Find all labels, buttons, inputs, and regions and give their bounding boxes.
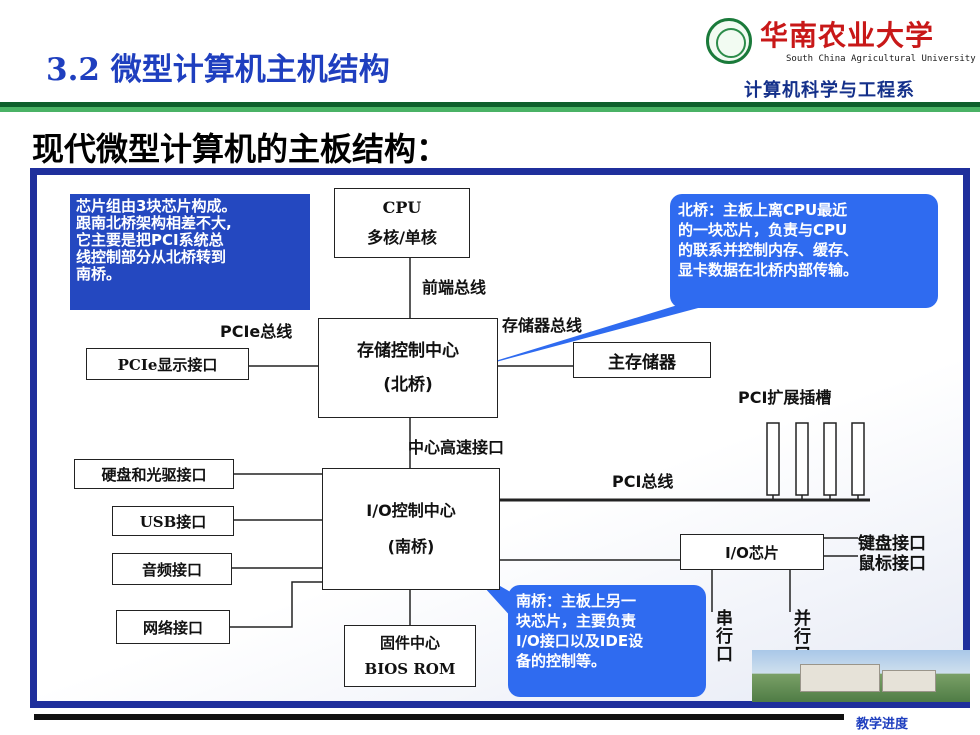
university-name-en: South China Agricultural University xyxy=(786,54,976,64)
university-name-cn: 华南农业大学 xyxy=(760,19,935,52)
front-bus-label: 前端总线 xyxy=(422,278,487,297)
pci-slots-label: PCI扩展插槽 xyxy=(738,388,832,407)
northbridge-note: 北桥：主板上离CPU最近 的一块芯片，负责与CPU 的联系并控制内存、缓存、 显… xyxy=(670,194,938,308)
teaching-progress-link[interactable]: 教学进度 xyxy=(856,717,909,732)
northbridge-box: 存储控制中心 (北桥) xyxy=(318,318,498,418)
pcie-bus-label: PCIe总线 xyxy=(220,322,293,341)
slide-title: 3.2 微型计算机主机结构 xyxy=(46,52,390,88)
io-chip-box: I/O芯片 xyxy=(680,534,824,570)
keyboard-port-label: 键盘接口 xyxy=(858,534,926,554)
serial-port-label: 串行口 xyxy=(716,609,733,665)
header-divider-light xyxy=(0,107,980,112)
hdd-box: 硬盘和光驱接口 xyxy=(74,459,234,489)
southbridge-box: I/O控制中心 (南桥) xyxy=(322,468,500,590)
usb-box: USB接口 xyxy=(112,506,234,536)
network-box: 网络接口 xyxy=(116,610,230,644)
header-divider-dark xyxy=(0,102,980,107)
memory-bus-label: 存储器总线 xyxy=(502,316,583,335)
cpu-box: CPU 多核/单核 xyxy=(334,188,470,258)
pcie-display-box: PCIe显示接口 xyxy=(86,348,249,380)
audio-box: 音频接口 xyxy=(112,553,232,585)
chipset-note: 芯片组由3块芯片构成。 跟南北桥架构相差不大, 它主要是把PCI系统总 线控制部… xyxy=(70,194,310,310)
footer-bar xyxy=(34,714,844,720)
campus-photo xyxy=(752,650,970,702)
department-name: 计算机科学与工程系 xyxy=(744,80,915,101)
main-memory-box: 主存储器 xyxy=(573,342,711,378)
pci-bus-label: PCI总线 xyxy=(612,472,674,491)
section-heading: 现代微型计算机的主板结构： xyxy=(32,130,449,168)
southbridge-note: 南桥：主板上另一 块芯片，主要负责 I/O接口以及IDE设 备的控制等。 xyxy=(508,585,706,697)
bios-box: 固件中心 BIOS ROM xyxy=(344,625,476,687)
mouse-port-label: 鼠标接口 xyxy=(858,554,926,574)
university-seal-icon xyxy=(706,18,752,64)
hub-interface-label: 中心高速接口 xyxy=(408,438,505,457)
